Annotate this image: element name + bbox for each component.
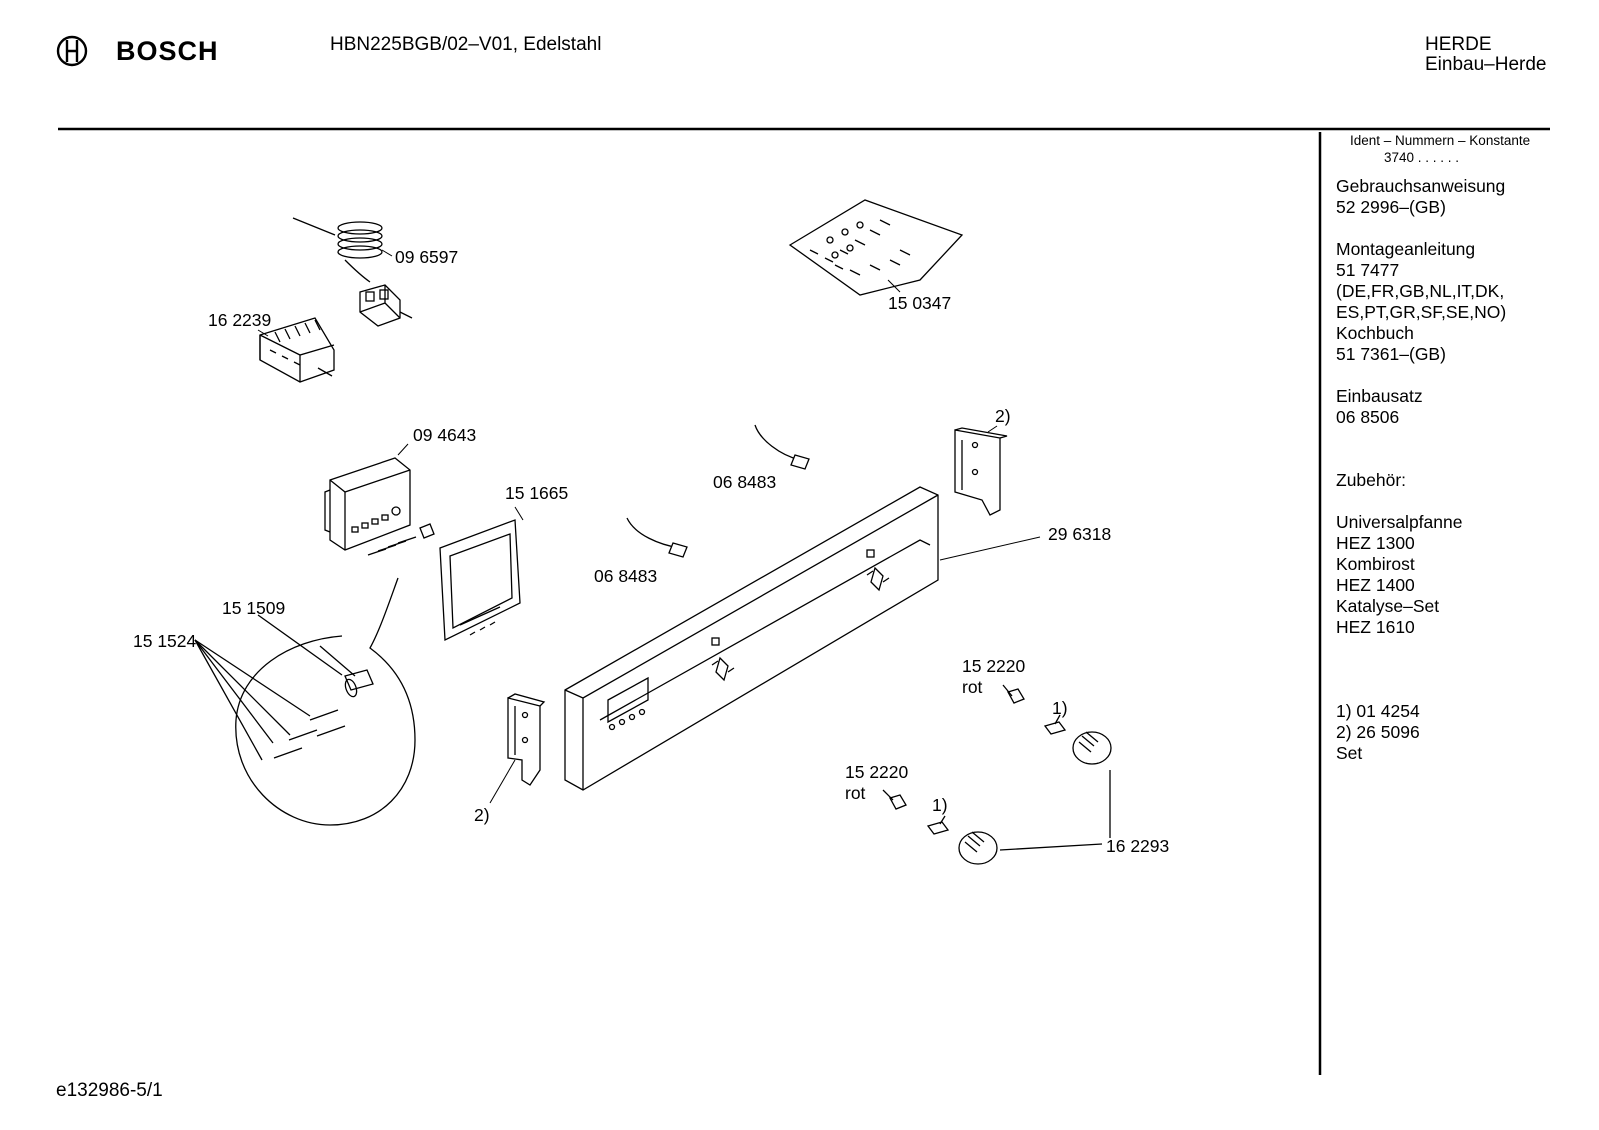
sidebar-line: Set (1336, 743, 1363, 763)
sidebar-line: (DE,FR,GB,NL,IT,DK, (1336, 281, 1505, 301)
knob-lower-part (958, 831, 1103, 865)
sidebar-line: 51 7477 (1336, 260, 1400, 280)
brand-name: BOSCH (116, 36, 219, 66)
part-label-162239: 16 2239 (208, 310, 272, 330)
sidebar-line: 1) 01 4254 (1336, 701, 1420, 721)
sidebar-spacer (1336, 680, 1506, 701)
sidebar-spacer (1336, 638, 1506, 659)
shim-upper-part (1043, 714, 1067, 735)
part-label-151665: 15 1665 (505, 483, 569, 503)
sidebar-line: 52 2996–(GB) (1336, 197, 1446, 217)
part-label-162293: 16 2293 (1106, 836, 1170, 856)
selector-switch-part (259, 317, 335, 383)
subcategory: Einbau–Herde (1425, 54, 1547, 75)
sidebar-spacer (1336, 449, 1506, 470)
electronic-timer-part (324, 457, 435, 556)
note-label-2-lower: 2) (474, 805, 490, 825)
sidebar-spacer (1336, 218, 1506, 239)
note-label-1-upper: 1) (1052, 698, 1068, 718)
drawing-id: e132986-5/1 (56, 1080, 163, 1101)
part-label-094643: 09 4643 (413, 425, 477, 445)
clip-lower-part (882, 789, 907, 810)
sidebar-line: Kochbuch (1336, 323, 1414, 343)
control-panel-part (564, 486, 939, 791)
sidebar-line: Universalpfanne (1336, 512, 1463, 532)
part-label-152220-upper: 15 2220 (962, 656, 1026, 676)
part-label-151509: 15 1509 (222, 598, 286, 618)
note-label-1-lower: 1) (932, 795, 948, 815)
ident-value: 3740 . . . . . . (1384, 150, 1460, 165)
lamp-wire-lower (626, 517, 688, 558)
ident-title: Ident – Nummern – Konstante (1350, 133, 1531, 148)
knob-upper-part (1072, 731, 1112, 838)
sidebar-line: Katalyse–Set (1336, 596, 1440, 616)
rot-label-upper: rot (962, 677, 983, 697)
part-label-152220-lower: 15 2220 (845, 762, 909, 782)
sidebar-line: HEZ 1300 (1336, 533, 1415, 553)
part-label-151524: 15 1524 (133, 631, 197, 651)
shim-lower-part (926, 815, 950, 835)
sidebar-line: 06 8506 (1336, 407, 1400, 427)
sidebar-spacer (1336, 365, 1506, 386)
sidebar-line: Einbausatz (1336, 386, 1423, 406)
sidebar-line: ES,PT,GR,SF,SE,NO) (1336, 302, 1507, 322)
bracket-upper-part (954, 427, 1008, 516)
sidebar-spacer (1336, 428, 1506, 449)
sidebar-spacer (1336, 491, 1506, 512)
screw-bag-part (788, 199, 964, 296)
sidebar-line: 51 7361–(GB) (1336, 344, 1446, 364)
part-label-096597: 09 6597 (395, 247, 459, 267)
detail-magnifier (194, 577, 416, 826)
sidebar-spacer (1336, 659, 1506, 680)
rot-label-lower: rot (845, 783, 866, 803)
part-label-068483-upper: 06 8483 (713, 472, 777, 492)
timer-frame-part (439, 519, 521, 642)
bracket-lower-part (507, 693, 546, 786)
clip-upper-part (1002, 684, 1025, 704)
part-label-296318: 29 6318 (1048, 524, 1112, 544)
sidebar-line: HEZ 1610 (1336, 617, 1415, 637)
sidebar-line: Montageanleitung (1336, 239, 1476, 259)
sidebar-line: Gebrauchsanweisung (1336, 176, 1506, 196)
thermostat-part (292, 217, 413, 327)
model-title: HBN225BGB/02–V01, Edelstahl (330, 34, 602, 55)
note-label-2-upper: 2) (995, 406, 1011, 426)
part-label-150347: 15 0347 (888, 293, 952, 313)
sidebar-line: Zubehör: (1336, 470, 1407, 490)
sidebar-line: HEZ 1400 (1336, 575, 1415, 595)
sidebar-line: Kombirost (1336, 554, 1415, 574)
sidebar-line: 2) 26 5096 (1336, 722, 1420, 742)
part-label-068483-lower: 06 8483 (594, 566, 658, 586)
lamp-wire-upper (754, 424, 810, 470)
bosch-logo-icon (56, 35, 88, 67)
category: HERDE (1425, 34, 1492, 55)
